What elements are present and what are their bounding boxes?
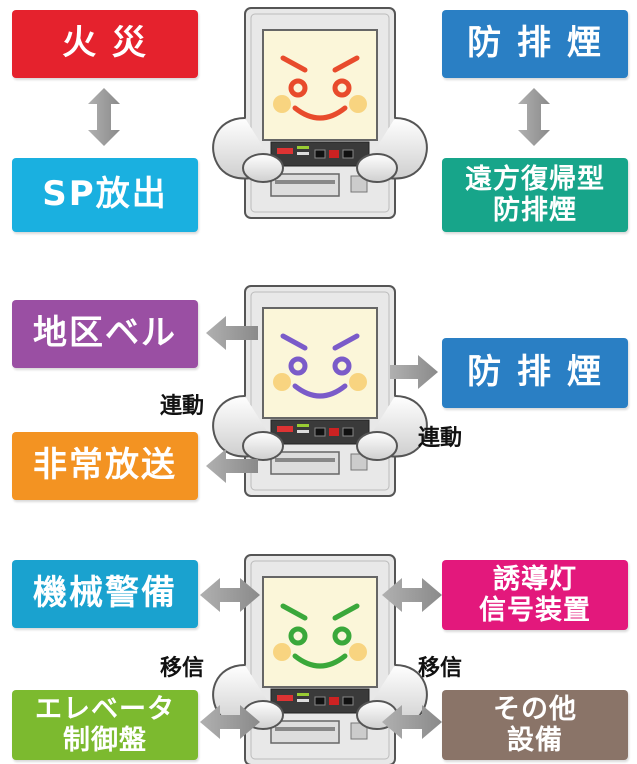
double-arrow-icon: [382, 705, 442, 739]
arrow-right-icon: [390, 355, 438, 389]
other-equipment-label: その他 設備: [442, 690, 628, 760]
smoke-control-label-2: 防 排 煙: [442, 338, 628, 408]
interlock-caption-left: 連動: [160, 394, 205, 419]
remote-reset-smoke-control-label: 遠方復帰型 防排煙: [442, 158, 628, 232]
emergency-broadcast-label: 非常放送: [12, 432, 198, 500]
arrow-left-icon: [206, 449, 258, 483]
elevator-control-panel-label: エレベータ 制御盤: [12, 690, 198, 760]
interlock-caption-right: 連動: [418, 426, 463, 451]
fire-label: 火 災: [12, 10, 198, 78]
transfer-caption-right: 移信: [418, 656, 463, 681]
arrow-left-icon: [206, 316, 258, 350]
machine-security-label: 機械警備: [12, 560, 198, 628]
smoke-control-label: 防 排 煙: [442, 10, 628, 78]
updown-arrow-icon: [518, 88, 550, 146]
guide-light-signal-label: 誘導灯 信号装置: [442, 560, 628, 630]
fire-panel-robot-icon-1: [212, 7, 428, 219]
fire-panel-robot-icon-3: [212, 554, 428, 764]
area-bell-label: 地区ベル: [12, 300, 198, 368]
fire-panel-robot-icon-2: [212, 285, 428, 497]
sp-discharge-label: SP放出: [12, 158, 198, 232]
double-arrow-icon: [200, 705, 260, 739]
updown-arrow-icon: [88, 88, 120, 146]
double-arrow-icon: [382, 578, 442, 612]
double-arrow-icon: [200, 578, 260, 612]
transfer-caption-left: 移信: [160, 656, 205, 681]
